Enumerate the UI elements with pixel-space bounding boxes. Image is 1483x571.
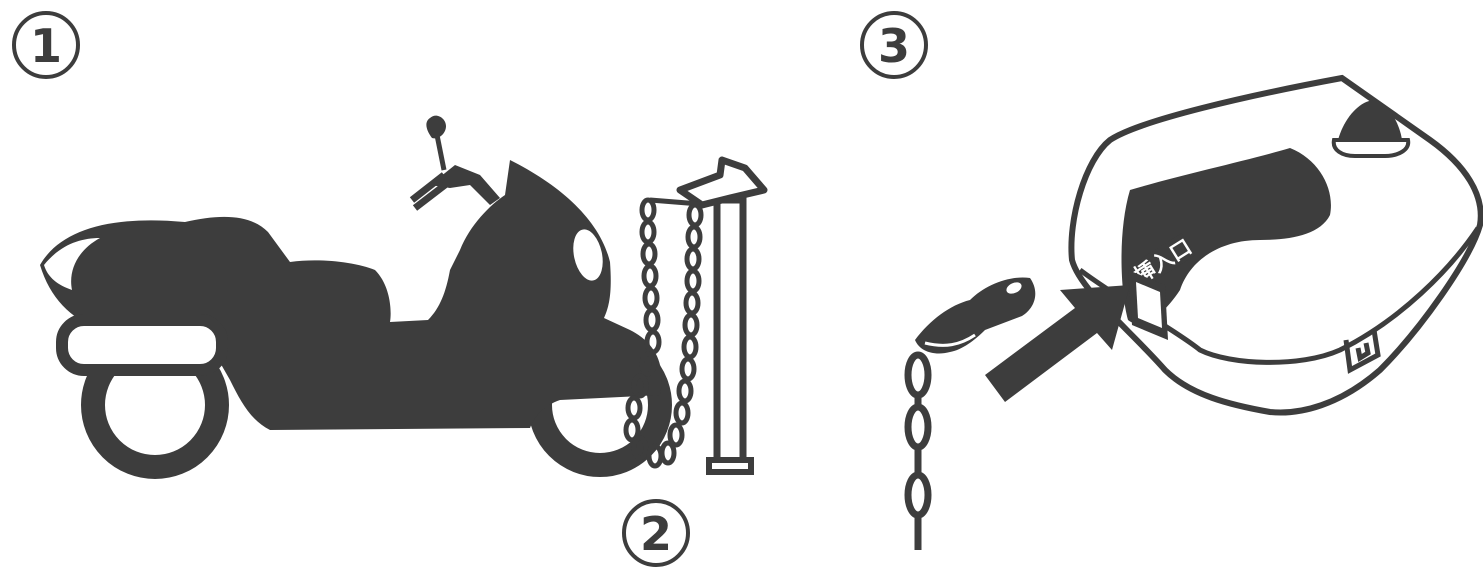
- step-3-marker: 3: [862, 13, 926, 77]
- lock-machine-icon: 挿入口: [1071, 78, 1480, 413]
- step-1-marker: 1: [14, 13, 78, 77]
- step-3-number: 3: [878, 19, 910, 73]
- step-1-number: 1: [30, 19, 62, 73]
- chain-icon: [908, 355, 928, 550]
- key-icon: [915, 277, 1035, 353]
- step-2-marker: 2: [624, 501, 688, 565]
- motorcycle-icon: [40, 116, 662, 467]
- step-2-number: 2: [640, 507, 672, 561]
